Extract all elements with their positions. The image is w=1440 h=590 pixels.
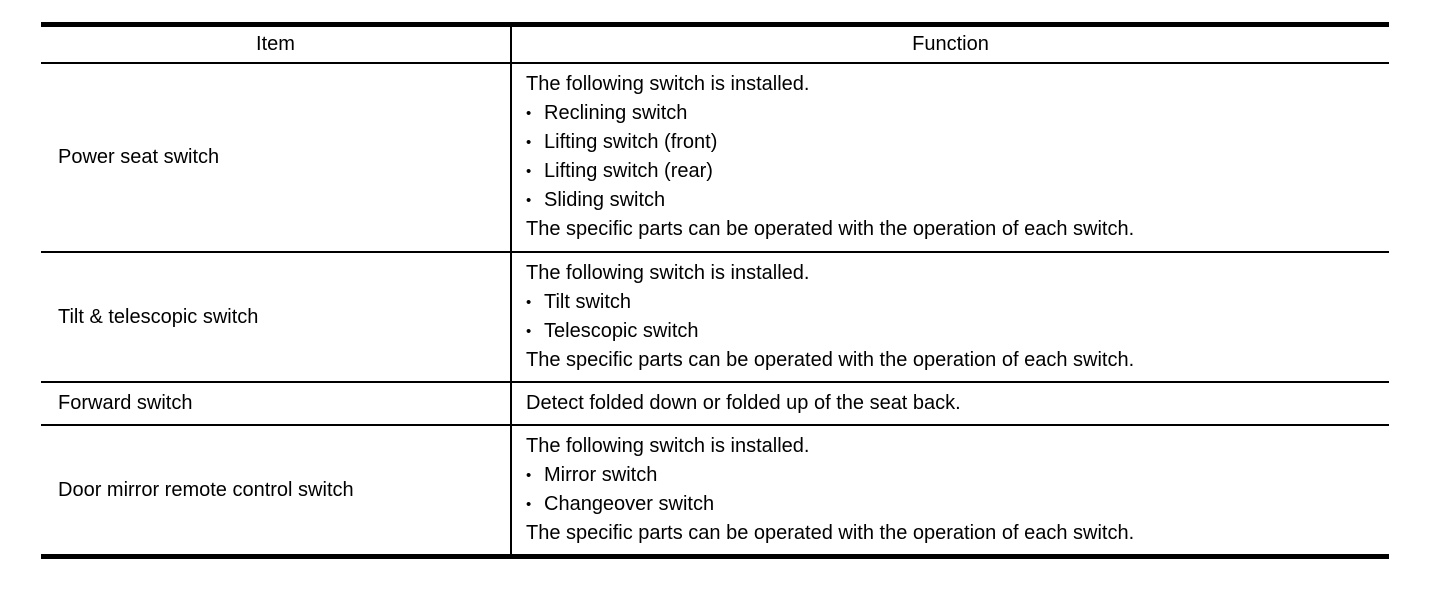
function-text-line: The following switch is installed. <box>526 73 810 95</box>
function-line-text: Lifting switch (front) <box>544 131 718 153</box>
column-header-function: Function <box>510 24 1389 64</box>
function-line-text: Reclining switch <box>544 102 688 124</box>
table-row: Forward switch Detect folded down or fold… <box>41 381 1389 426</box>
bullet-icon: • <box>526 192 532 209</box>
function-text-line: The specific parts can be operated with … <box>526 348 1135 371</box>
function-cell: The following switch is installed. • Recli… <box>510 62 1389 253</box>
function-bullet-line: • Reclining switch <box>526 99 1379 128</box>
function-bullet-line: • Telescopic switch <box>526 317 1379 346</box>
function-bullet-line: • Lifting switch (front) <box>526 128 1379 157</box>
function-line-text: Tilt switch <box>544 290 632 313</box>
bullet-icon: • <box>526 322 532 340</box>
table-header-row: Item Function <box>41 24 1389 64</box>
function-line-text: Lifting switch (rear) <box>544 160 713 182</box>
function-bullet-line: • Lifting switch (rear) <box>526 157 1379 186</box>
bullet-icon: • <box>526 495 532 513</box>
function-text-line: The specific parts can be operated with … <box>526 521 1135 544</box>
bullet-icon: • <box>526 134 532 151</box>
item-cell: Tilt & telescopic switch <box>41 251 511 383</box>
function-line-text: Sliding switch <box>544 189 666 211</box>
function-bullet-line: • Mirror switch <box>526 461 1379 490</box>
item-cell: Power seat switch <box>41 62 511 253</box>
function-line-text: Mirror switch <box>544 463 658 486</box>
item-cell: Door mirror remote control switch <box>41 424 511 557</box>
bullet-icon: • <box>526 466 532 484</box>
function-cell: The following switch is installed. • Mirro… <box>510 424 1389 557</box>
function-cell: Detect folded down or folded up of the s… <box>510 381 1389 426</box>
function-line-text: Changeover switch <box>544 492 715 515</box>
function-text-line: The specific parts can be operated with … <box>526 218 1135 240</box>
bullet-icon: • <box>526 105 532 122</box>
bullet-icon: • <box>526 163 532 180</box>
function-bullet-line: • Tilt switch <box>526 288 1379 317</box>
function-cell: The following switch is installed. • Tilt … <box>510 251 1389 383</box>
function-text-line: The following switch is installed. <box>526 261 810 284</box>
function-line-text: Telescopic switch <box>544 319 699 342</box>
bullet-icon: • <box>526 293 532 311</box>
function-text-line: Detect folded down or folded up of the s… <box>526 391 961 414</box>
item-cell: Forward switch <box>41 381 511 426</box>
function-bullet-line: • Sliding switch <box>526 186 1379 215</box>
function-bullet-line: • Changeover switch <box>526 490 1379 519</box>
function-text-line: The following switch is installed. <box>526 434 810 457</box>
column-header-item: Item <box>41 24 511 64</box>
